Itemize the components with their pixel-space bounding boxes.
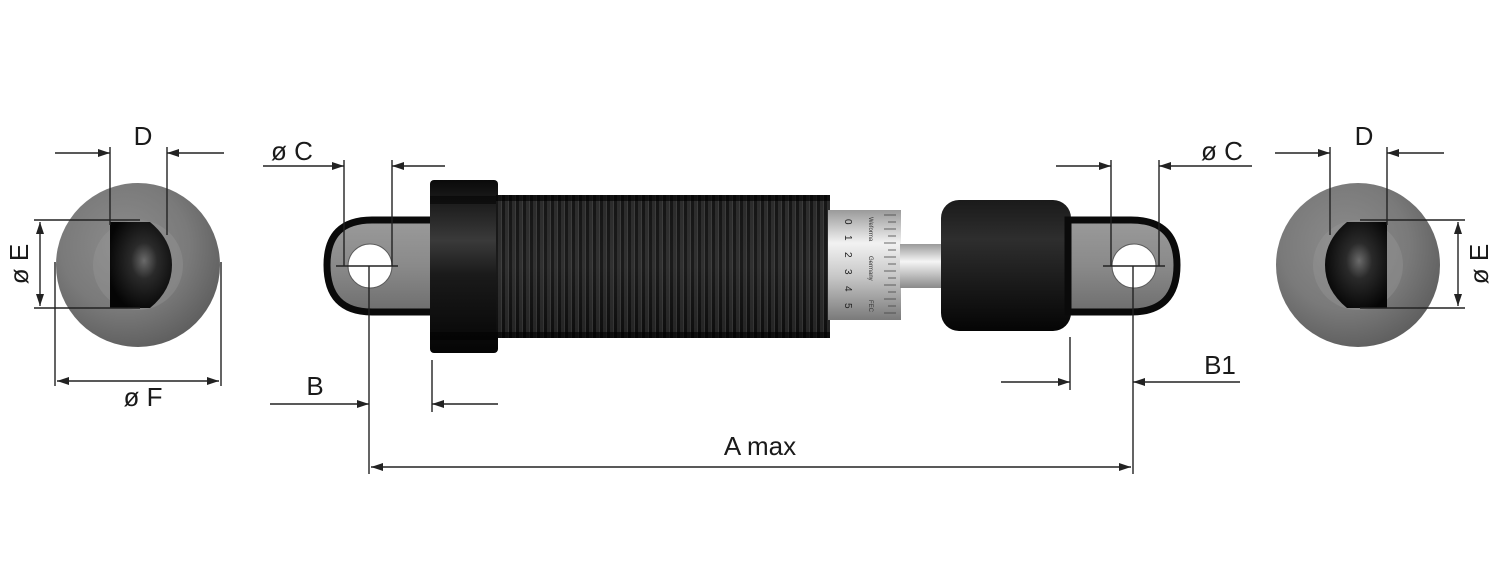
label-c-right: ø C <box>1201 136 1243 166</box>
scale-ticks <box>884 214 896 314</box>
dimension-labels: D ø E ø F ø C B A max B1 ø C D ø E <box>4 121 1494 461</box>
scale-extra: FEC <box>867 300 873 313</box>
label-b: B <box>306 371 323 401</box>
piston-rod <box>900 244 946 288</box>
scale-origin: Germany <box>867 256 873 281</box>
left-end-ball <box>110 222 172 308</box>
scale-num-5: 5 <box>842 303 853 309</box>
scale-num-1: 1 <box>842 235 853 241</box>
label-d-left: D <box>134 121 153 151</box>
dimension-lines <box>34 147 1465 474</box>
label-b1: B1 <box>1204 350 1236 380</box>
right-end-ball <box>1325 222 1387 308</box>
scale-brand: Weforma <box>867 217 873 242</box>
scale-num-3: 3 <box>842 269 853 275</box>
label-d-right: D <box>1355 121 1374 151</box>
right-end-view <box>1276 183 1440 347</box>
left-end-view <box>56 183 220 347</box>
scale-num-4: 4 <box>842 286 853 292</box>
scale-num-2: 2 <box>842 252 853 258</box>
label-a-max: A max <box>724 431 796 461</box>
label-e-left: ø E <box>4 244 34 284</box>
shock-absorber: 0 1 2 3 4 5 Weforma Germany FEC <box>323 180 1181 353</box>
label-c-left: ø C <box>271 136 313 166</box>
scale-numbers: 0 1 2 3 4 5 Weforma Germany FEC <box>842 217 873 313</box>
end-cap <box>941 200 1071 331</box>
adjustment-scale <box>828 210 901 320</box>
label-e-right: ø E <box>1464 244 1494 284</box>
scale-num-0: 0 <box>842 219 853 225</box>
main-collar <box>430 180 498 353</box>
label-f-left: ø F <box>124 382 163 412</box>
